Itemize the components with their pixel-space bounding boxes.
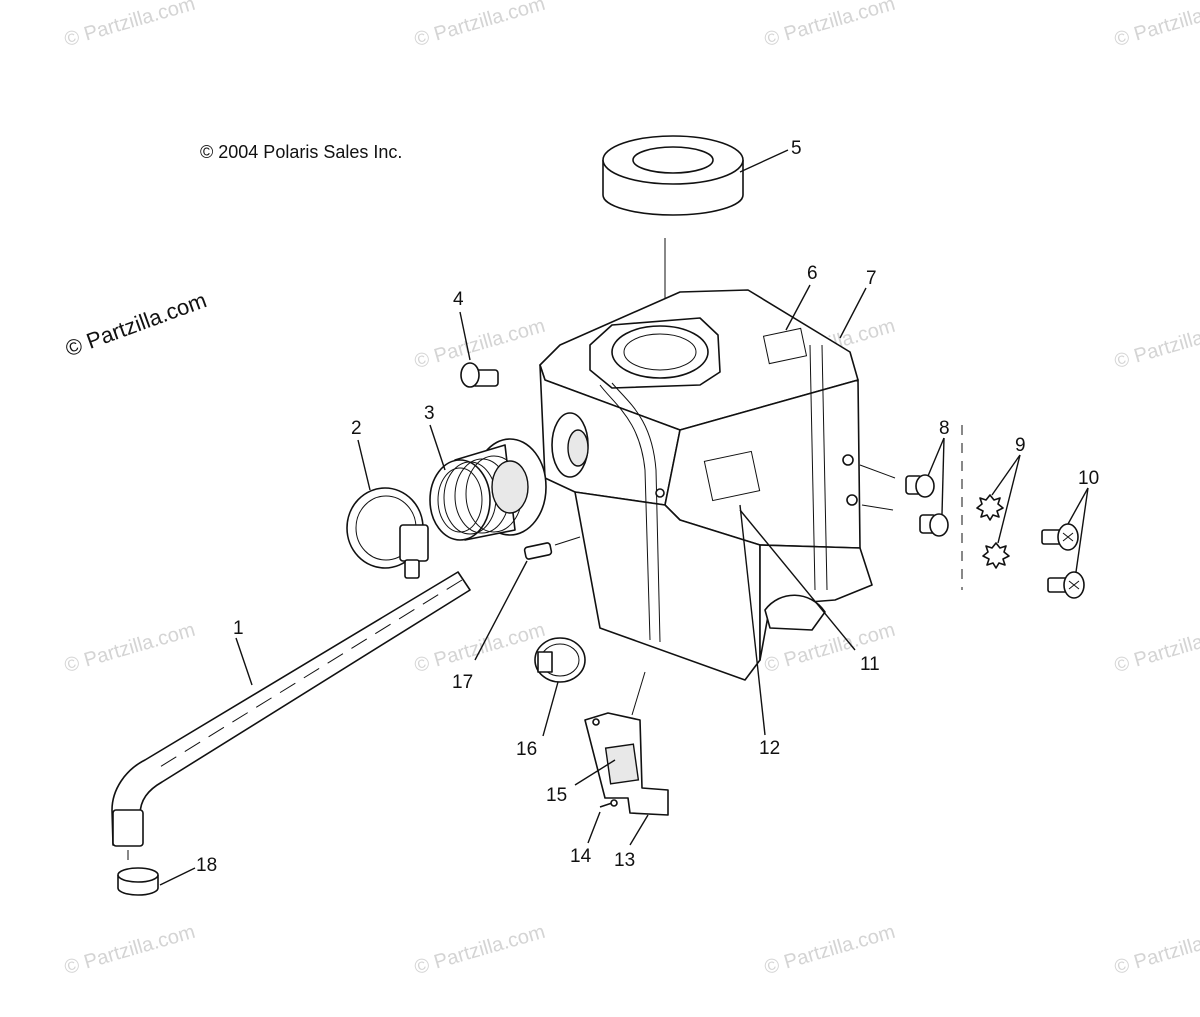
leader-line [991,454,1021,496]
part-1-tube [111,571,471,847]
leader-line [861,504,894,511]
part-4-bolt [460,362,499,388]
callout-2: 2 [351,418,362,439]
leader-line [739,504,766,736]
leader-line [574,759,616,786]
part-16-clamp [534,637,586,683]
callout-15: 15 [546,785,567,806]
part-14-screw [599,799,618,808]
leader-line [839,287,867,339]
callout-18: 18 [196,855,217,876]
callout-13: 13 [614,850,635,871]
callout-11: 11 [860,654,880,675]
callout-7: 7 [866,268,877,289]
callout-12: 12 [759,738,780,759]
leader-line [859,464,896,479]
leader-line [785,284,811,331]
part-9-washers [976,494,1010,569]
leader-line [997,454,1021,544]
part-18-clamp [117,867,159,896]
copyright-notice: © 2004 Polaris Sales Inc. [200,142,403,162]
leader-line [739,149,789,173]
leader-line [927,437,945,477]
callout-9: 9 [1015,435,1026,456]
leader-line [631,671,646,716]
leader-line [629,814,649,846]
callout-3: 3 [424,403,435,424]
leader-line [941,437,945,515]
leader-line [739,509,856,651]
leader-line [235,637,253,686]
leader-line [459,311,471,361]
leader-line [1067,487,1089,525]
leader-line [357,439,371,491]
callout-4: 4 [453,289,464,310]
callout-8: 8 [939,418,950,439]
leader-line [1075,487,1089,573]
callout-5: 5 [791,138,802,159]
part-17-fitting [523,542,553,560]
callout-6: 6 [807,263,818,284]
leader-line [542,681,559,737]
callout-10: 10 [1078,468,1099,489]
part-2-clamp [346,487,429,579]
part-5-filter-ring [602,135,744,216]
leader-line [159,867,196,886]
part-3-boot [429,438,547,541]
leader-line [474,560,528,661]
callout-1: 1 [233,618,244,639]
leader-line [554,536,581,546]
airbox-housing [539,289,873,681]
callout-16: 16 [516,739,537,760]
callout-14: 14 [570,846,592,867]
leader-line [587,811,601,844]
part-8-grommets [905,474,949,537]
part-10-screws [1041,523,1085,599]
part-15-label [604,743,640,785]
leader-line [429,424,446,471]
callout-17: 17 [452,672,473,693]
